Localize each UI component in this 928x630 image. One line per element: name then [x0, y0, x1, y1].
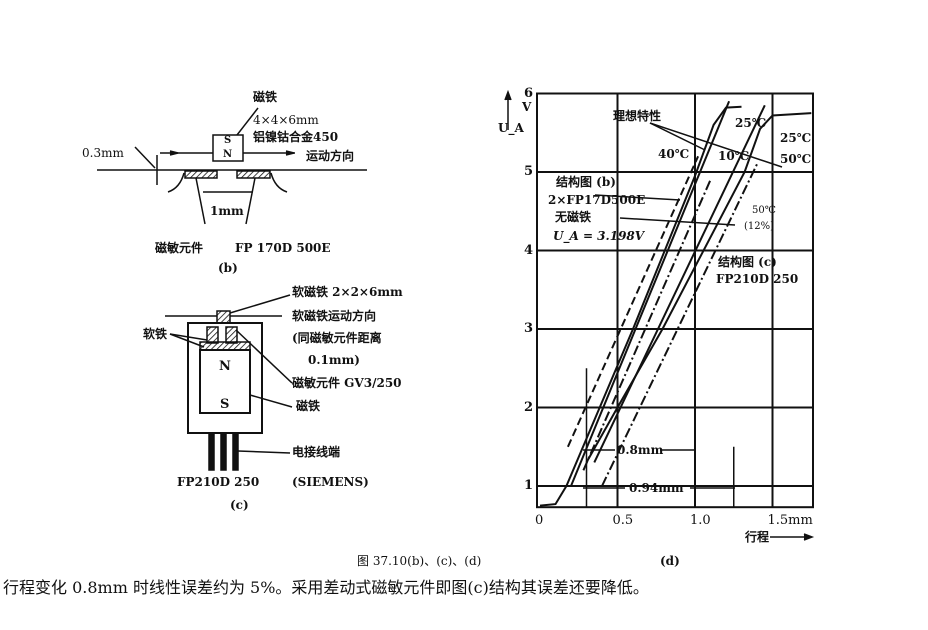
- annot-50c-pct: (12%): [744, 221, 775, 232]
- pole-s: S: [224, 135, 232, 146]
- maker-label: (SIEMENS): [292, 475, 369, 489]
- motion-direction-label: 运动方向: [306, 149, 355, 163]
- soft-iron-label: 软铁: [143, 327, 168, 341]
- annot-struct-b-nomag: 无磁铁: [555, 210, 592, 224]
- terminals-label: 电接线端: [292, 445, 341, 459]
- pole-s-c: S: [220, 397, 230, 412]
- figure-c-caption: (c): [230, 498, 249, 512]
- figure-b: [97, 107, 367, 225]
- pole-n: N: [223, 149, 233, 160]
- series-line: [570, 100, 731, 487]
- x-tick-label: 1.0: [690, 513, 711, 528]
- annot-struct-b: 结构图 (b): [556, 175, 616, 189]
- gap-label: 0.3mm: [82, 146, 124, 160]
- annot-50c: 50℃: [780, 152, 812, 166]
- spacing-label: 1mm: [210, 204, 244, 218]
- annot-40c: 40℃: [658, 147, 690, 161]
- annot-25c-c: 25℃: [780, 131, 812, 145]
- x-tick-label: 0: [535, 513, 544, 528]
- annot-struct-c-model: FP210D 250: [716, 272, 799, 286]
- sensor-right: [236, 170, 271, 179]
- dim-0-8mm: 0.8mm: [617, 443, 664, 457]
- annot-struct-b-model: 2×FP17D500E: [548, 193, 646, 207]
- annot-struct-b-ua: U_A = 3.198V: [553, 229, 645, 243]
- dim-0-94mm: 0.94mm: [629, 481, 684, 495]
- annot-25c-b: 25℃: [735, 116, 767, 130]
- pole-n-c: N: [219, 359, 231, 374]
- annot-struct-c: 结构图 (c): [718, 255, 777, 269]
- x-tick-label: 0.5: [612, 513, 634, 528]
- y-tick-label: 1: [524, 478, 534, 493]
- annot-50c-err: 50℃: [752, 205, 776, 216]
- sensor-model: FP 170D 500E: [235, 241, 331, 255]
- x-tick-label: 1.5mm: [767, 513, 813, 528]
- series-line: [593, 104, 766, 463]
- annot-10c: 10℃: [718, 149, 750, 163]
- y-tick-label: 2: [524, 399, 534, 415]
- y-tick-label: 4: [524, 242, 534, 258]
- magnet-block: [212, 134, 244, 162]
- annot-ideal: 理想特性: [613, 109, 662, 123]
- x-axis-label: 行程: [745, 530, 770, 544]
- chart-caption: (d): [660, 554, 680, 568]
- soft-magnet-motion: 软磁铁运动方向: [292, 309, 377, 323]
- figure-caption: 图 37.10(b)、(c)、(d): [357, 554, 482, 568]
- sensor-label-c: 磁敏元件 GV3/250: [292, 376, 402, 390]
- y-tick-label: 5: [524, 164, 534, 179]
- magnet-label: 磁铁: [253, 90, 278, 104]
- magnet-size: 4×4×6mm: [253, 113, 319, 127]
- distance-line2: 0.1mm): [308, 353, 360, 367]
- y-axis-unit: V: [522, 100, 532, 114]
- y-tick-label: 6: [524, 85, 534, 101]
- series-line: [582, 179, 712, 471]
- soft-magnet-label: 软磁铁 2×2×6mm: [292, 285, 403, 299]
- body-text: 行程变化 0.8mm 时线性误差约为 5%。采用差动式磁敏元件即图(c)结构其误…: [3, 578, 649, 597]
- magnet-material: 铝镍钴合金450: [253, 130, 339, 144]
- y-axis-label: U_A: [498, 121, 524, 135]
- distance-line1: (同磁敏元件距离: [292, 331, 382, 345]
- permanent-magnet: [199, 349, 251, 414]
- sensor-left: [184, 170, 218, 179]
- series-line: [585, 112, 812, 463]
- model-label: FP210D 250: [177, 475, 260, 489]
- series-line: [601, 163, 758, 487]
- magnet-label-c: 磁铁: [296, 399, 321, 413]
- series-line: [566, 155, 700, 448]
- sensor-label: 磁敏元件: [155, 241, 204, 255]
- figure-b-caption: (b): [218, 261, 238, 275]
- y-tick-label: 3: [524, 321, 534, 336]
- figure-c: [165, 294, 293, 471]
- series-line: [539, 105, 742, 507]
